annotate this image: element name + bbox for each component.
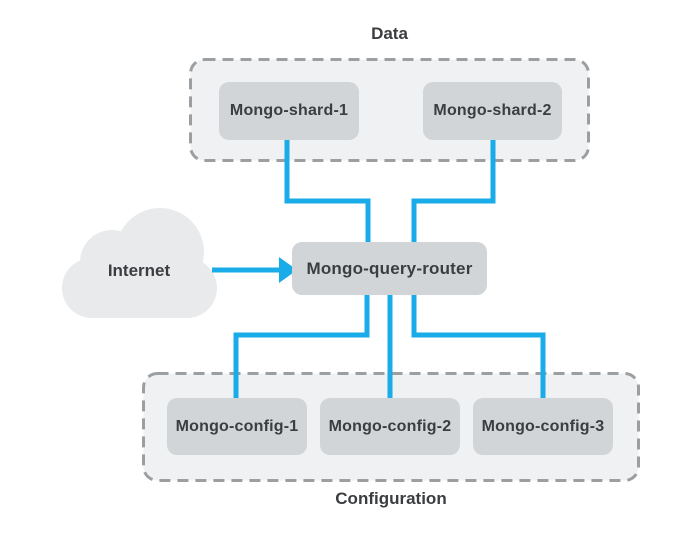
node-mongo-config-2: Mongo-config-2 (320, 398, 460, 455)
node-mongo-config-3: Mongo-config-3 (473, 398, 613, 455)
connector-shard2-router (411, 138, 496, 245)
node-mongo-shard-2: Mongo-shard-2 (423, 82, 562, 140)
internet-cloud-icon (62, 208, 217, 318)
internet-arrow (212, 257, 297, 283)
node-mongo-shard-1: Mongo-shard-1 (219, 82, 359, 140)
node-mongo-config-1: Mongo-config-1 (167, 398, 307, 455)
connector-router-config3 (411, 292, 546, 401)
data-group-label: Data (371, 24, 408, 43)
internet-label: Internet (107, 261, 171, 280)
connector-router-config1 (233, 292, 370, 401)
connector-shard1-router (284, 138, 371, 245)
configuration-group-label: Configuration (335, 489, 447, 508)
node-mongo-query-router: Mongo-query-router (292, 242, 487, 295)
